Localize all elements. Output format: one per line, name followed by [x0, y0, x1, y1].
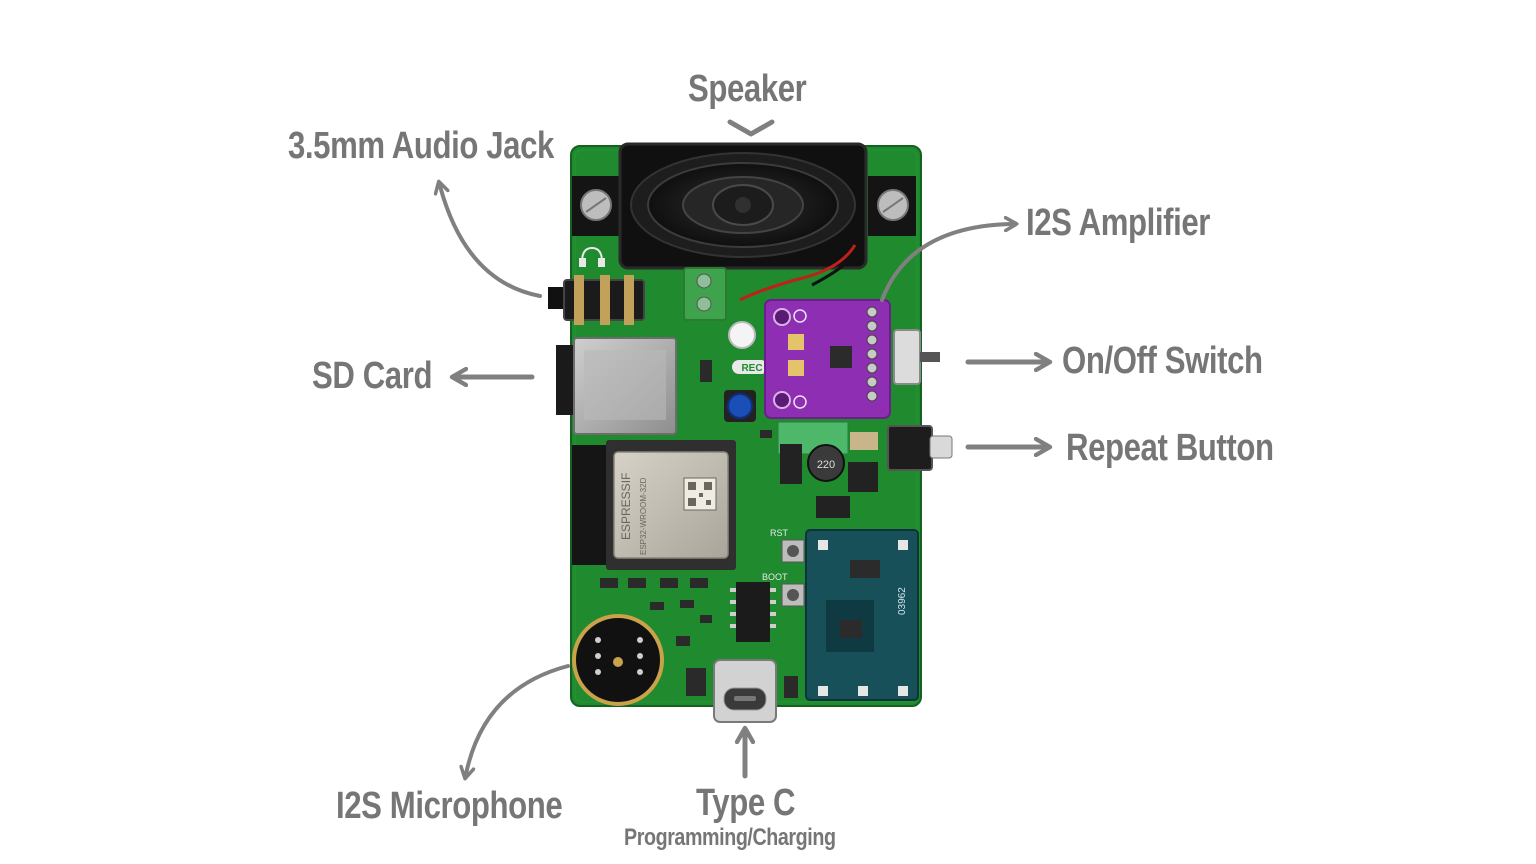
i2s-microphone-label: I2S Microphone: [336, 785, 563, 827]
charger-board: 03962: [805, 529, 919, 701]
on-off-switch: [893, 329, 940, 385]
svg-text:03962: 03962: [897, 587, 908, 615]
speaker-label: Speaker: [688, 68, 807, 110]
boot-rst-buttons: RST BOOT: [762, 528, 805, 607]
i2s-amplifier-board: [764, 299, 891, 419]
module-model-text: ESP32-WROOM-32D: [639, 477, 648, 555]
record-button: [724, 390, 756, 422]
audio-jack-label: 3.5mm Audio Jack: [288, 125, 554, 167]
audio-jack-component: [548, 275, 645, 325]
power-components: 220: [777, 421, 878, 518]
i2s-microphone-arrow: [466, 664, 570, 774]
audio-jack-arrow: [440, 186, 542, 298]
speaker-component: [572, 142, 916, 302]
terminal-block: [683, 267, 727, 321]
module-brand-text: ESPRESSIF: [619, 473, 633, 540]
sd-card-label: SD Card: [312, 355, 433, 397]
usb-type-c-port: [713, 659, 777, 723]
svg-text:REC: REC: [741, 363, 762, 374]
repeat-button-component: [887, 425, 953, 471]
svg-text:220: 220: [817, 459, 835, 471]
svg-text:BOOT: BOOT: [762, 572, 788, 582]
esp32-module: ESPRESSIF ESP32-WROOM-32D: [572, 440, 736, 570]
i2s-amplifier-arrow: [880, 224, 1012, 302]
type-c-label: Type C: [696, 782, 796, 824]
sd-card-slot: [556, 337, 677, 435]
smd-components: [600, 360, 798, 698]
headphone-icon: [579, 246, 605, 267]
rec-silkscreen: REC: [732, 360, 768, 374]
i2s-microphone-component: [572, 614, 664, 706]
white-led: [728, 321, 756, 349]
speaker-arrow: [727, 119, 775, 137]
svg-text:RST: RST: [770, 528, 789, 538]
repeat-button-label: Repeat Button: [1066, 427, 1274, 469]
on-off-switch-label: On/Off Switch: [1062, 340, 1263, 382]
type-c-sublabel: Programming/Charging: [624, 824, 836, 851]
i2s-amplifier-label: I2S Amplifier: [1026, 202, 1211, 244]
usb-serial-chip: [736, 582, 770, 642]
